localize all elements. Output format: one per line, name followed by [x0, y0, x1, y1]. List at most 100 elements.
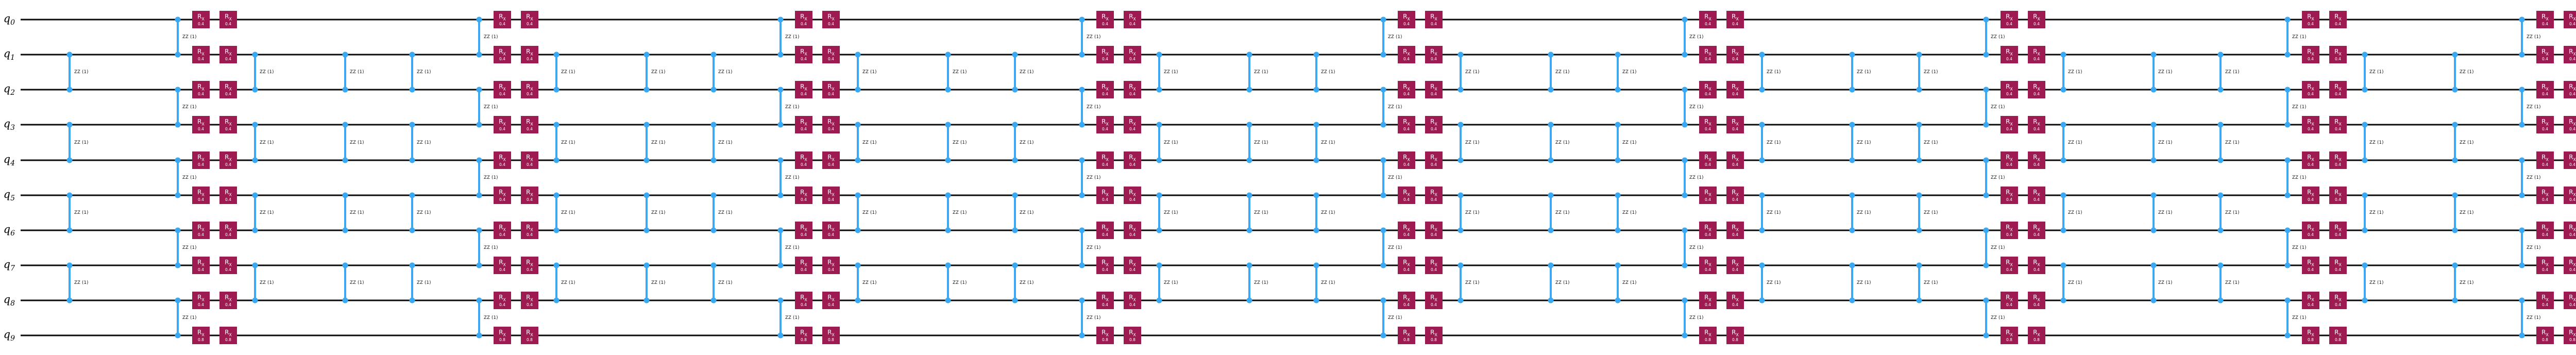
zz-gate-dot-q7[interactable]: [945, 262, 951, 268]
zz-gate-dot-q2[interactable]: [409, 87, 415, 93]
zz-gate-dot-q2[interactable]: [945, 87, 951, 93]
zz-gate-dot-q8[interactable]: [66, 297, 73, 303]
zz-gate-link-q1-q2[interactable]: [646, 55, 648, 90]
zz-gate-dot-q3[interactable]: [1458, 122, 1464, 128]
zz-gate-link-q6-q7[interactable]: [1382, 230, 1384, 265]
zz-gate-link-q8-q9[interactable]: [779, 300, 782, 335]
zz-gate-dot-q3[interactable]: [945, 122, 951, 128]
zz-gate-dot-q7[interactable]: [855, 262, 861, 268]
zz-gate-dot-q0[interactable]: [1983, 16, 1989, 23]
zz-gate-dot-q4[interactable]: [643, 157, 650, 163]
zz-gate-link-q4-q5[interactable]: [2521, 160, 2523, 195]
zz-gate-dot-q1[interactable]: [1759, 52, 1765, 58]
zz-gate-dot-q8[interactable]: [1380, 297, 1386, 303]
zz-gate-dot-q3[interactable]: [1079, 122, 1085, 128]
zz-gate-link-q3-q4[interactable]: [254, 125, 256, 160]
zz-gate-dot-q3[interactable]: [1759, 122, 1765, 128]
zz-gate-dot-q5[interactable]: [175, 192, 181, 198]
zz-gate-dot-q5[interactable]: [1079, 192, 1085, 198]
zz-gate-link-q6-q7[interactable]: [478, 230, 480, 265]
zz-gate-dot-q8[interactable]: [1759, 297, 1765, 303]
zz-gate-dot-q2[interactable]: [1380, 87, 1386, 93]
zz-gate-link-q5-q6[interactable]: [713, 195, 715, 230]
zz-gate-dot-q4[interactable]: [945, 157, 951, 163]
zz-gate-link-q2-q3[interactable]: [1684, 90, 1686, 125]
zz-gate-link-q3-q4[interactable]: [1014, 125, 1016, 160]
zz-gate-link-q5-q6[interactable]: [1248, 195, 1250, 230]
zz-gate-dot-q3[interactable]: [855, 122, 861, 128]
zz-gate-dot-q1[interactable]: [2452, 52, 2458, 58]
zz-gate-dot-q1[interactable]: [1246, 52, 1252, 58]
zz-gate-link-q7-q8[interactable]: [1248, 265, 1250, 300]
zz-gate-link-q3-q4[interactable]: [857, 125, 859, 160]
zz-gate-dot-q6[interactable]: [1916, 227, 1922, 233]
zz-gate-dot-q3[interactable]: [409, 122, 415, 128]
zz-gate-dot-q2[interactable]: [476, 87, 482, 93]
zz-gate-dot-q2[interactable]: [553, 87, 560, 93]
zz-gate-link-q7-q8[interactable]: [1460, 265, 1462, 300]
zz-gate-link-q5-q6[interactable]: [1158, 195, 1160, 230]
zz-gate-dot-q6[interactable]: [342, 227, 348, 233]
zz-gate-link-q1-q2[interactable]: [1918, 55, 1920, 90]
zz-gate-link-q6-q7[interactable]: [1985, 230, 1987, 265]
zz-gate-dot-q1[interactable]: [777, 52, 784, 58]
zz-gate-dot-q4[interactable]: [2452, 157, 2458, 163]
zz-gate-dot-q1[interactable]: [855, 52, 861, 58]
zz-gate-dot-q1[interactable]: [1079, 52, 1085, 58]
zz-gate-link-q7-q8[interactable]: [69, 265, 71, 300]
zz-gate-dot-q4[interactable]: [1458, 157, 1464, 163]
zz-gate-dot-q2[interactable]: [175, 87, 181, 93]
zz-gate-dot-q4[interactable]: [2060, 157, 2066, 163]
zz-gate-link-q1-q2[interactable]: [947, 55, 949, 90]
zz-gate-dot-q2[interactable]: [1458, 87, 1464, 93]
zz-gate-dot-q4[interactable]: [1246, 157, 1252, 163]
zz-gate-dot-q5[interactable]: [777, 192, 784, 198]
zz-gate-link-q1-q2[interactable]: [2364, 55, 2366, 90]
zz-gate-link-q0-q1[interactable]: [2286, 20, 2289, 55]
zz-gate-dot-q3[interactable]: [2217, 122, 2224, 128]
zz-gate-link-q6-q7[interactable]: [1081, 230, 1083, 265]
zz-gate-dot-q8[interactable]: [945, 297, 951, 303]
zz-gate-dot-q7[interactable]: [2150, 262, 2157, 268]
zz-gate-dot-q8[interactable]: [2519, 297, 2525, 303]
zz-gate-dot-q7[interactable]: [2519, 262, 2525, 268]
zz-gate-dot-q7[interactable]: [66, 262, 73, 268]
zz-gate-link-q4-q5[interactable]: [2286, 160, 2289, 195]
zz-gate-dot-q8[interactable]: [2150, 297, 2157, 303]
zz-gate-dot-q2[interactable]: [2362, 87, 2368, 93]
zz-gate-link-q0-q1[interactable]: [1985, 20, 1987, 55]
zz-gate-dot-q8[interactable]: [2217, 297, 2224, 303]
zz-gate-dot-q6[interactable]: [1759, 227, 1765, 233]
zz-gate-dot-q5[interactable]: [2519, 192, 2525, 198]
zz-gate-dot-q8[interactable]: [476, 297, 482, 303]
zz-gate-dot-q7[interactable]: [1246, 262, 1252, 268]
zz-gate-dot-q7[interactable]: [342, 262, 348, 268]
zz-gate-dot-q3[interactable]: [476, 122, 482, 128]
zz-gate-dot-q9[interactable]: [476, 332, 482, 339]
zz-gate-dot-q3[interactable]: [1849, 122, 1855, 128]
zz-gate-dot-q1[interactable]: [553, 52, 560, 58]
